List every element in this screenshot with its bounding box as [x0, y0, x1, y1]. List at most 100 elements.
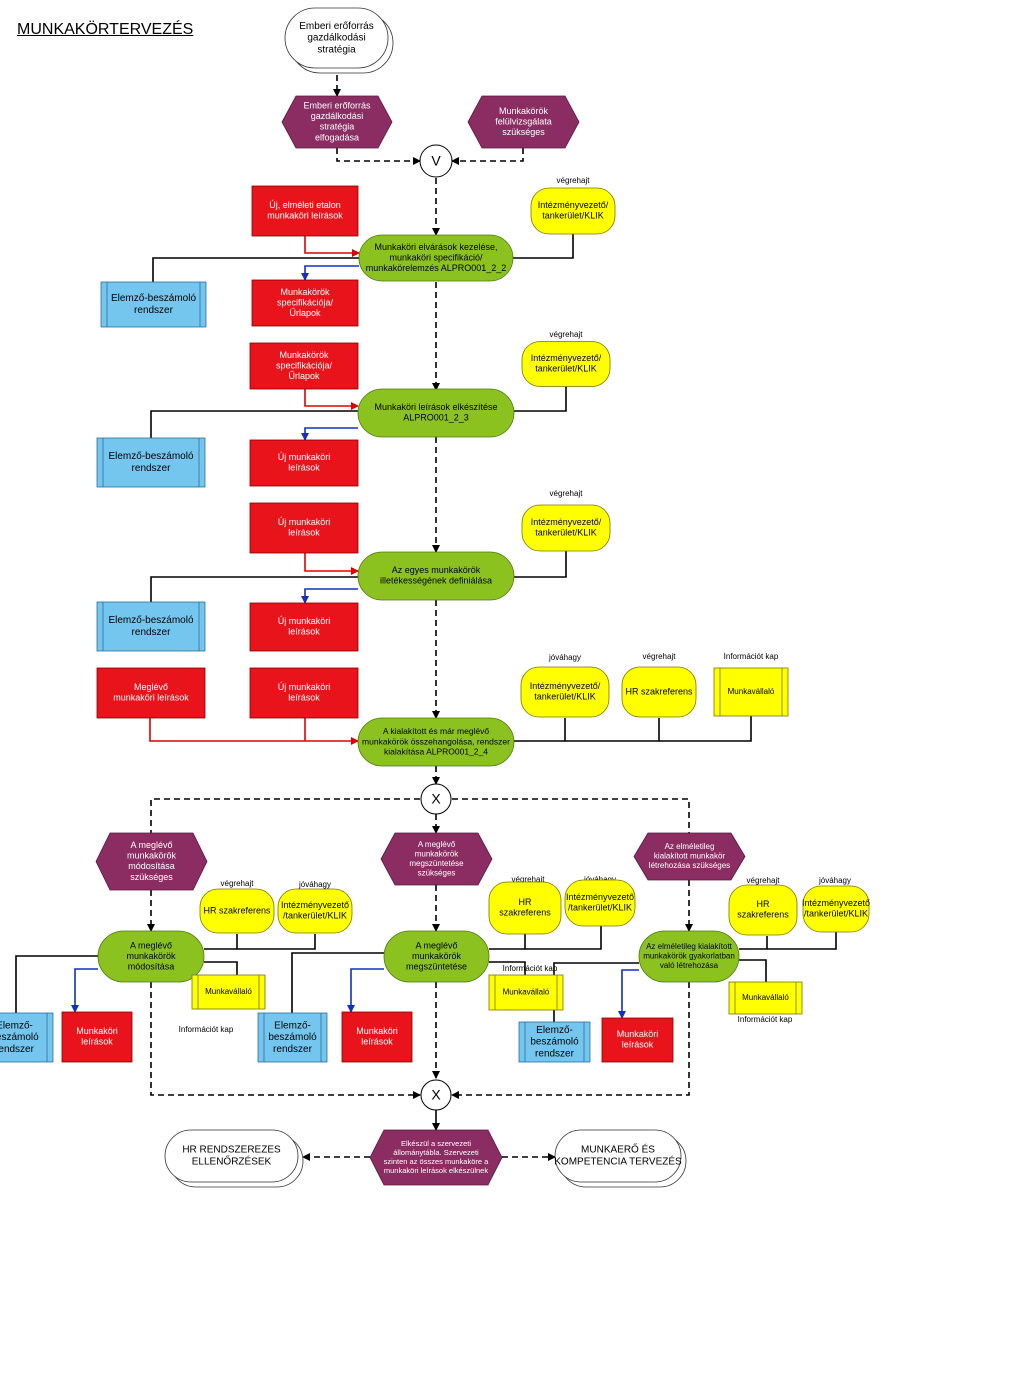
role-label-4b: végrehajt	[643, 652, 677, 661]
node-text: stratégia	[317, 44, 356, 55]
node-text: specifikációja/	[276, 360, 333, 370]
node-text: Munkakörök	[280, 287, 330, 297]
node-text: rendszer	[132, 463, 172, 474]
node-text: munkakörök	[415, 849, 460, 858]
node-text: munkaköri leírások	[113, 693, 189, 703]
node-text: megszüntetése	[409, 859, 464, 868]
operator-or: V	[419, 144, 453, 178]
links-B	[291, 926, 602, 1013]
org-B: Intézményvezető/tankerület/KLIK	[564, 879, 636, 927]
node-text: munkakörök	[412, 951, 462, 961]
node-text: felülvizsgálata	[495, 116, 552, 126]
flow-fnC-to-x2	[451, 982, 690, 1099]
role-label-C2: jóváhagy	[818, 876, 851, 885]
role-label-A3: Információt kap	[179, 1025, 234, 1034]
node-text: illetékességének definiálása	[380, 576, 492, 586]
node-text: szakreferens	[737, 910, 789, 920]
role-label-B1: végrehajt	[512, 875, 546, 884]
red-new-to-fn3	[304, 553, 359, 575]
node-text: módosítása	[128, 961, 175, 971]
node-text: Információt kap	[179, 1025, 234, 1034]
node-text: tankerület/KLIK	[535, 528, 597, 538]
red-theory-to-fn1	[304, 236, 360, 257]
employee-4: Munkavállaló	[713, 667, 789, 717]
function-2: Munkaköri leírások elkészítéseALPRO001_2…	[357, 388, 515, 438]
node-text: kialakítása ALPRO001_2_4	[384, 746, 488, 756]
node-text: Intézményvezető	[802, 898, 870, 908]
node-text: Munkaköri elvárások kezelése,	[374, 242, 497, 252]
node-text: rendszer	[0, 1044, 35, 1055]
flow-x1-split	[150, 798, 690, 833]
node-text: ELLENŐRZÉSEK	[192, 1154, 272, 1168]
node-text: leírások	[81, 1037, 113, 1047]
node-text: munkaköri specifikáció/	[389, 252, 483, 262]
node-text: jóváhagy	[548, 653, 581, 662]
node-text: Új munkaköri	[278, 452, 331, 462]
link-fn2-org2	[514, 386, 567, 412]
role-label-4a: jóváhagy	[548, 653, 581, 662]
node-text: /tankerület/KLIK	[568, 903, 632, 913]
node-text: gazdálkodási	[307, 33, 365, 44]
employee-C: Munkavállaló	[728, 981, 803, 1015]
role-label-2: végrehajt	[550, 330, 584, 339]
node-text: Az egyes munkakörök	[392, 565, 481, 575]
node-text: KOMPETENCIA TERVEZÉS	[554, 1155, 682, 1168]
role-label-A1: végrehajt	[221, 879, 255, 888]
node-text: leírások	[622, 1040, 654, 1050]
shapes: Emberi erőforrásgazdálkodásistratégiaEmb…	[0, 7, 870, 1188]
node-text: Elemző-	[0, 1020, 33, 1031]
node-text: Emberi erőforrás	[299, 21, 373, 32]
links-A	[15, 934, 316, 1013]
node-text: A kialakított és már meglévő	[383, 726, 490, 736]
node-text: Elemző-beszámoló	[111, 293, 196, 304]
flow-ev-strat-to-or	[336, 148, 421, 165]
node-text: HR	[519, 897, 532, 907]
node-text: HR	[757, 899, 770, 909]
blue-fn3-to-doc	[301, 588, 358, 604]
node-text: beszámoló	[530, 1037, 579, 1048]
node-text: Intézményvezető/	[530, 681, 601, 691]
node-text: A meglévő	[130, 840, 172, 850]
operator-x-1: X	[420, 783, 452, 815]
node-text: ALPRO001_2_3	[403, 413, 469, 423]
page-title: MUNKAKÖRTERVEZÉS	[17, 21, 194, 38]
link-fn3-sys3	[150, 576, 358, 602]
node-text: munkakörök összehangolása, rendszer	[362, 736, 510, 746]
node-text: munkakörök	[126, 951, 176, 961]
node-text: jóváhagy	[818, 876, 851, 885]
node-text: végrehajt	[512, 875, 546, 884]
flow-fnA-to-x2	[150, 982, 421, 1099]
node-text: Információt kap	[738, 1015, 793, 1024]
node-text: Emberi erőforrás	[303, 100, 371, 110]
node-text: Új, elméleti etalon	[269, 200, 341, 210]
role-label-3: végrehajt	[550, 489, 584, 498]
blue-A	[71, 968, 98, 1013]
connectors	[15, 75, 837, 1161]
blue-C	[618, 969, 639, 1019]
flow-ev-review-to-or	[451, 148, 524, 165]
blue-fn2-to-doc	[301, 427, 358, 441]
role-label-C3: Információt kap	[738, 1015, 793, 1024]
node-text: végrehajt	[221, 879, 255, 888]
node-text: leírások	[288, 528, 320, 538]
node-text: tankerület/KLIK	[535, 364, 597, 374]
